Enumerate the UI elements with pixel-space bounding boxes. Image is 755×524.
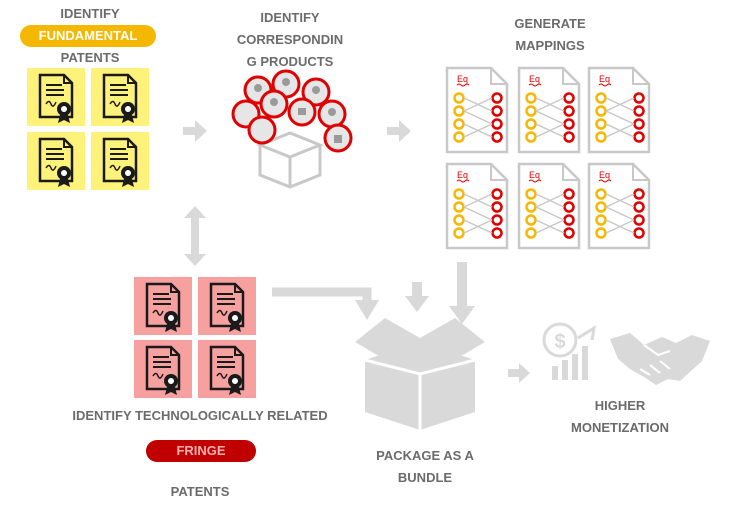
mapping-card-label: Eq [529,74,540,84]
monetization-title-line1: HIGHER [594,398,646,413]
mapping-card-label: Eq [529,170,540,180]
product-circle-icon [231,69,353,153]
bundle-box-icon [355,318,485,430]
fringe-pill: FRINGE [146,440,256,462]
svg-text:$: $ [554,331,565,353]
monetization-title-line2: MONETIZATION [571,420,669,435]
fundamental-title-line2: PATENTS [60,50,120,65]
arrow-down-icon [449,262,475,324]
certificate-tile [198,277,256,335]
bundle-title-line1: PACKAGE AS A [376,448,474,463]
certificate-tile [91,132,149,190]
certificate-tile [198,340,256,398]
fundamental-pill: FUNDAMENTAL [20,25,156,47]
certificate-icon [209,282,245,332]
arrow-down-icon [405,282,429,312]
mapping-card-icon: Eq [587,162,651,250]
certificate-icon [102,137,138,187]
arrow-right-icon [387,120,411,142]
products-title-line2: CORRESPONDIN [236,32,344,47]
mapping-card-icon: Eq [445,66,509,154]
mapping-card-label: Eq [599,74,610,84]
mapping-card-label: Eq [457,170,468,180]
certificate-icon [38,73,74,123]
mapping-card-icon: Eq [517,66,581,154]
mapping-card-label: Eq [599,170,610,180]
certificate-tile [27,68,85,126]
mappings-title-line2: MAPPINGS [515,38,585,53]
fundamental-title-line1: IDENTIFY [60,6,120,21]
mapping-card-label: Eq [457,74,468,84]
arrow-elbow-icon [272,287,379,320]
product-circles [231,69,353,153]
certificate-icon [209,345,245,395]
mappings-title-line1: GENERATE [514,16,586,31]
arrow-right-icon [508,363,530,383]
products-title-line3: G PRODUCTS [246,54,334,69]
mapping-card-icon: Eq [445,162,509,250]
fringe-title-line2: PATENTS [170,484,230,499]
certificate-tile [91,68,149,126]
mapping-card-icon: Eq [587,66,651,154]
mapping-card-icon: Eq [517,162,581,250]
arrow-right-icon [183,120,207,142]
certificate-icon [38,137,74,187]
certificate-icon [145,282,181,332]
bundle-title-line2: BUNDLE [397,470,453,485]
fringe-title-line1: IDENTIFY TECHNOLOGICALLY RELATED [72,408,328,423]
certificate-icon [145,345,181,395]
arrow-updown-icon [184,206,206,266]
products-title-line1: IDENTIFY [260,10,320,25]
handshake-icon [610,333,710,385]
certificate-icon [102,73,138,123]
certificate-tile [134,340,192,398]
product-box-icon [255,131,325,189]
certificate-tile [134,277,192,335]
certificate-tile [27,132,85,190]
dollar-growth-icon: $ [542,322,597,380]
